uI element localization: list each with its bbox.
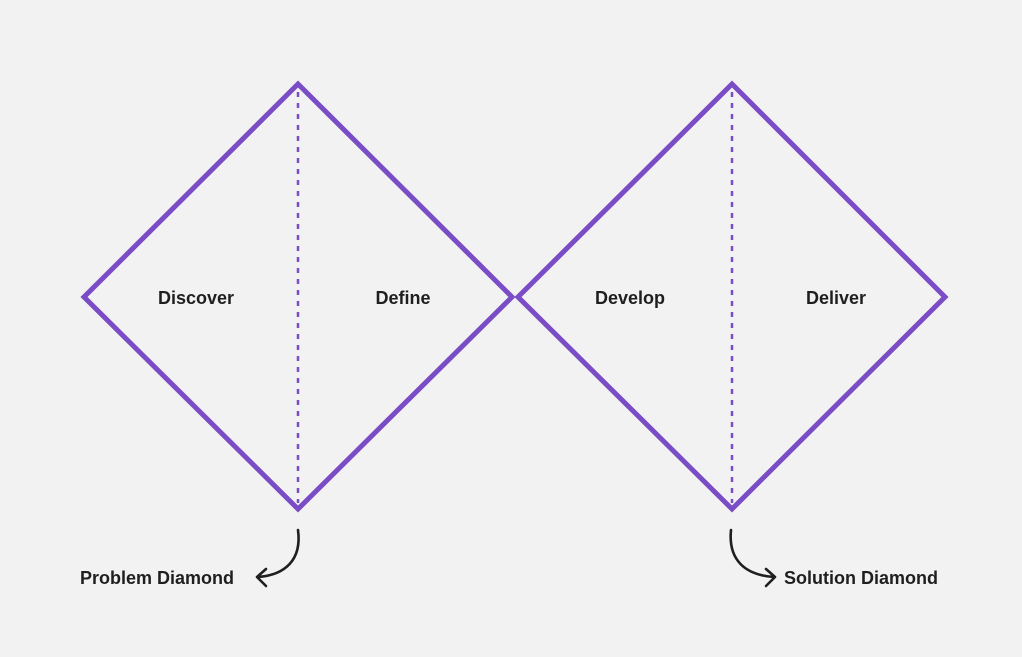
phase-label-deliver: Deliver	[806, 288, 866, 308]
phase-label-discover: Discover	[158, 288, 234, 308]
solution-diamond: Develop Deliver	[514, 80, 949, 513]
solution-diamond-caption-group: Solution Diamond	[729, 528, 938, 588]
phase-label-define: Define	[375, 288, 430, 308]
solution-diamond-outline	[514, 80, 949, 513]
problem-diamond-caption-group: Problem Diamond	[80, 528, 300, 588]
arrowhead-left-icon	[255, 567, 268, 588]
curved-arrow-left-icon	[256, 528, 300, 579]
problem-diamond-outline	[80, 80, 516, 513]
curved-arrow-right-icon	[729, 528, 776, 579]
phase-label-develop: Develop	[595, 288, 665, 308]
problem-diamond: Discover Define	[80, 80, 516, 513]
problem-diamond-caption: Problem Diamond	[80, 568, 234, 588]
solution-diamond-caption: Solution Diamond	[784, 568, 938, 588]
arrowhead-right-icon	[764, 567, 777, 588]
